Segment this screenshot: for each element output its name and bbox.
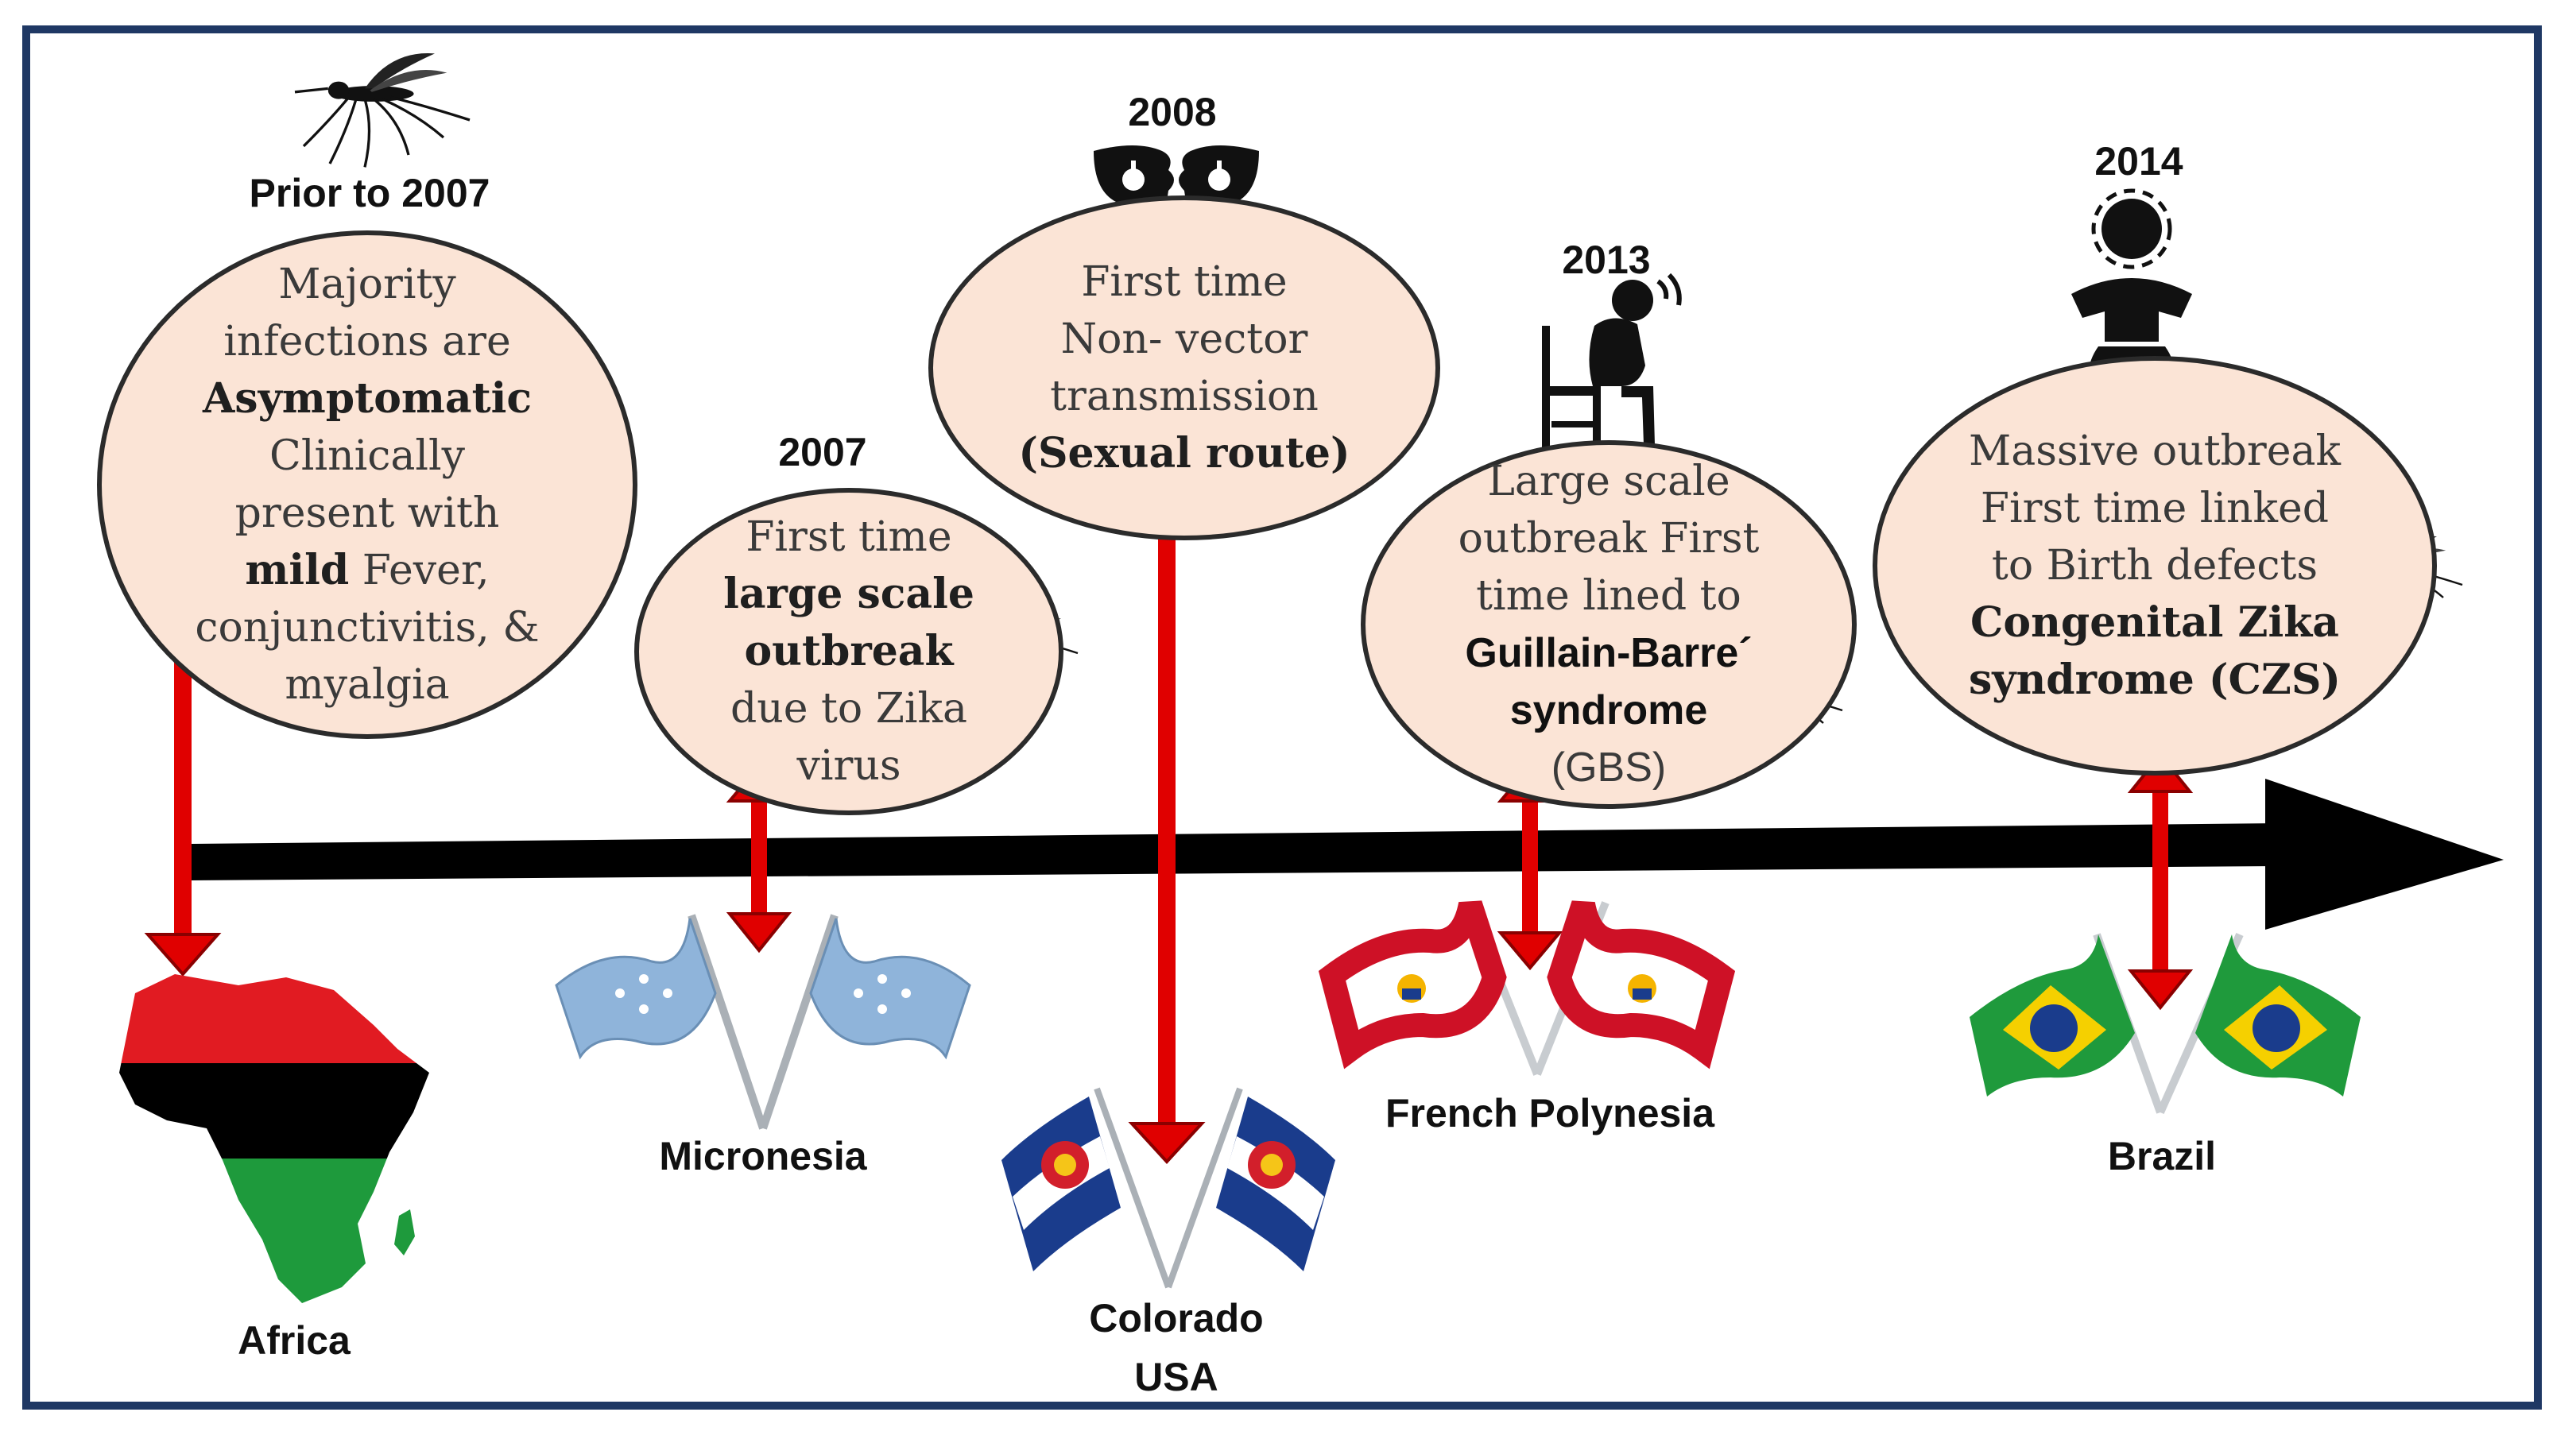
brazil-flags-icon [1970, 932, 2361, 1115]
event-bubble-prior-2007: Majority infections are Asymptomatic Cli… [97, 230, 637, 739]
year-label-2007: 2007 [778, 430, 867, 474]
bubble-line: Clinically [269, 432, 465, 480]
bubble-line-bold: outbreak [744, 627, 954, 675]
bubble-line: outbreak First [1458, 515, 1760, 563]
year-label-prior-2007: Prior to 2007 [249, 171, 490, 215]
bubble-line: to Birth defects [1991, 542, 2318, 590]
place-label-brazil: Brazil [2107, 1134, 2217, 1178]
bubble-line: First time [746, 513, 952, 561]
place-label-colorado: Colorado [1089, 1296, 1264, 1340]
connector-colorado [1128, 484, 1206, 1164]
place-label-usa: USA [1134, 1355, 1218, 1399]
bubble-line-bold: syndrome [1509, 687, 1708, 733]
distressed-seated-person-icon [1542, 273, 1682, 461]
year-label-2014: 2014 [2094, 139, 2183, 184]
bubble-line-bold: large scale [723, 570, 974, 618]
year-label-2013: 2013 [1562, 238, 1651, 282]
outer-frame [22, 25, 2542, 1410]
bubble-line-bold: Guillain-Barre´ [1465, 630, 1753, 676]
event-bubble-2014: Massive outbreak First time linked to Bi… [1873, 356, 2437, 776]
mosquito-icon [293, 52, 471, 169]
bubble-inline-bold: mild [245, 546, 350, 594]
bubble-line: Massive outbreak [1968, 427, 2342, 475]
bubble-line: First time linked [1980, 485, 2330, 532]
bubble-line: conjunctivitis, & [195, 604, 540, 652]
event-bubble-2013: Large scale outbreak First time lined to… [1361, 440, 1857, 809]
bubble-line: due to Zika [730, 685, 968, 733]
event-bubble-2007: First time large scale outbreak due to Z… [634, 488, 1063, 815]
bubble-line-bold: Asymptomatic [202, 374, 533, 423]
bubble-line: time lined to [1476, 572, 1741, 620]
bubble-line: Majority [278, 261, 456, 308]
bubble-line: Non- vector [1060, 315, 1308, 363]
bubble-line-bold: Congenital Zika [1970, 598, 2339, 647]
bubble-line: virus [796, 742, 901, 790]
bubble-line: mild Fever, [245, 542, 489, 599]
bubble-line: transmission [1050, 373, 1319, 420]
year-label-2008: 2008 [1128, 90, 1217, 134]
bubble-line: present with [234, 489, 500, 537]
africa-map-icon [119, 974, 429, 1303]
french-polynesia-flags-icon [1318, 857, 1736, 1076]
bubble-line: infections are [223, 318, 511, 366]
timeline-arrow [191, 779, 2504, 930]
bubble-line: (GBS) [1551, 745, 1667, 791]
connector-brazil [2127, 752, 2194, 1011]
place-label-french-polynesia: French Polynesia [1385, 1091, 1715, 1135]
micronesia-flags-icon [555, 914, 971, 1130]
bubble-line-bold: (Sexual route) [1018, 429, 1350, 478]
bubble-inline-text: Fever, [362, 547, 490, 594]
place-label-micronesia: Micronesia [659, 1134, 867, 1178]
bubble-line: myalgia [285, 661, 450, 709]
bubble-line: Large scale [1487, 458, 1730, 505]
bubble-line: First time [1081, 258, 1288, 306]
place-label-africa: Africa [238, 1318, 351, 1363]
bubble-line-bold: syndrome (CZS) [1968, 656, 2342, 704]
event-bubble-2008: First time Non- vector transmission (Sex… [928, 195, 1440, 540]
colorado-flags-icon [1001, 1087, 1335, 1289]
